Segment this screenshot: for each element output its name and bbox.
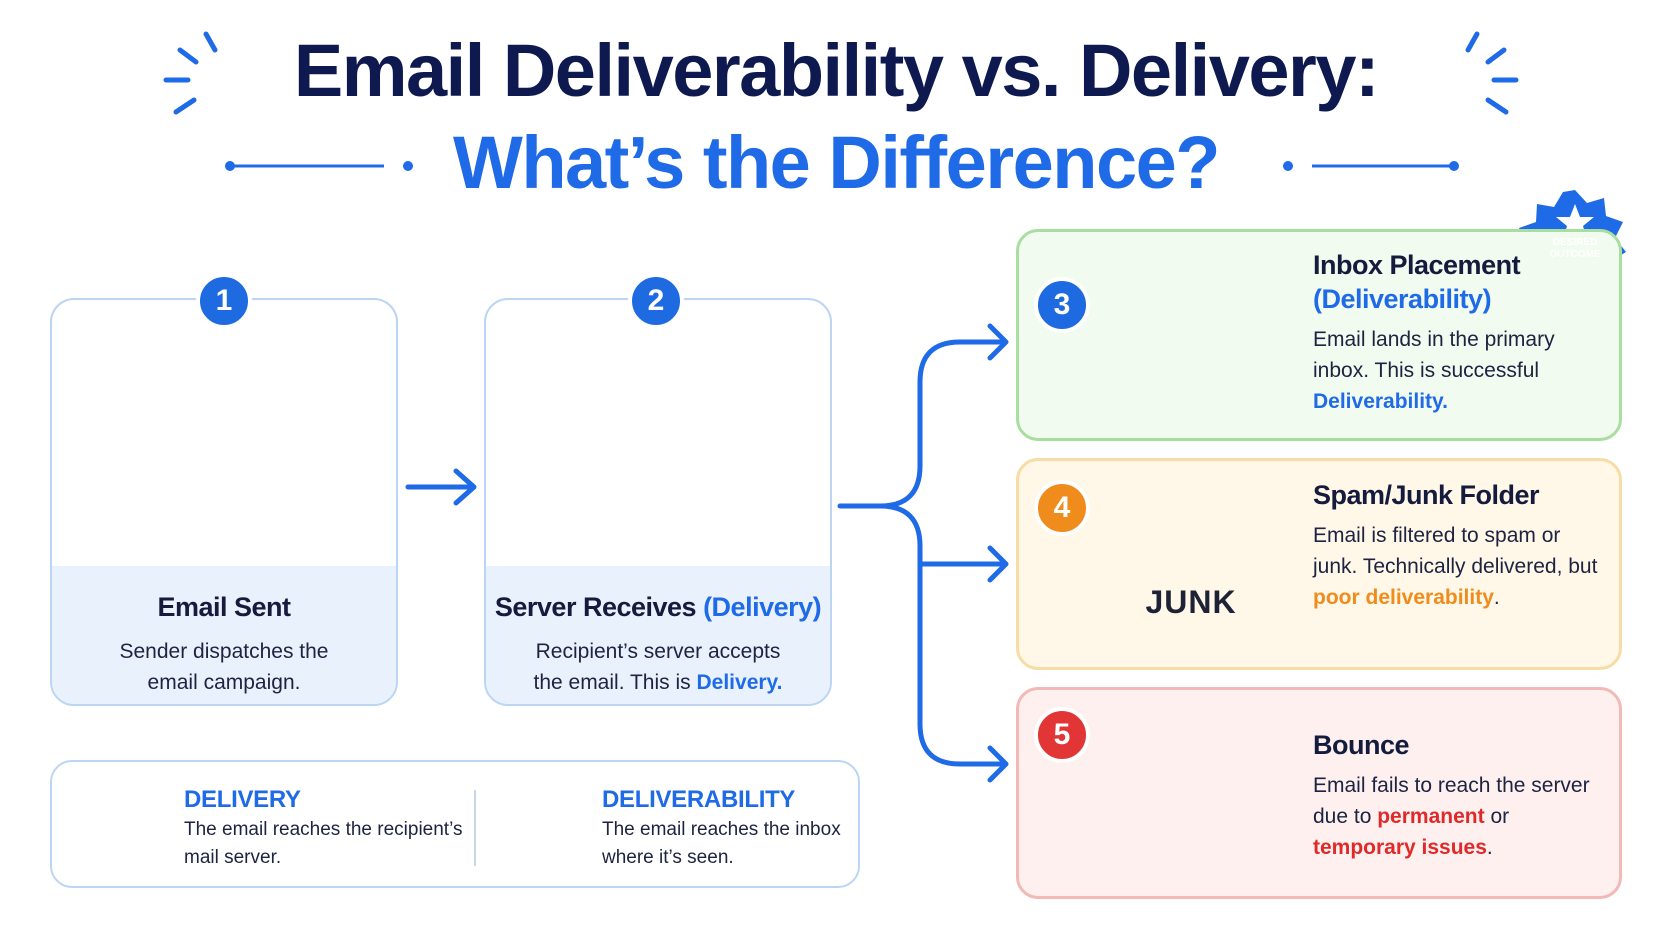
legend-title-delivery: DELIVERY: [184, 786, 301, 813]
outcome-title: Bounce: [1313, 730, 1410, 760]
branch-connector: [837, 323, 1009, 783]
title-sparkle-left-icon: [163, 31, 218, 115]
outcome-description-end: .: [1486, 836, 1493, 859]
step-description: Sender dispatches the email campaign.: [119, 640, 329, 694]
title-rule-right: [1283, 161, 1459, 171]
outcome-description-text: Email fails to reach the server due to: [1313, 774, 1590, 828]
step-description: Recipient’s server accepts the email. Th…: [526, 636, 790, 698]
outcome-card-spam: [1016, 458, 1622, 670]
title-sparkle-right-icon: [1465, 31, 1519, 115]
step-number-badge: 1: [196, 273, 252, 329]
step-title-highlight: (Delivery): [703, 592, 822, 622]
outcome-description: Email lands in the primary inbox. This i…: [1313, 324, 1603, 417]
outcome-description: Email fails to reach the server due to p…: [1313, 770, 1603, 863]
outcome-description-text: Email lands in the primary inbox. This i…: [1313, 328, 1555, 382]
junk-folder-label: JUNK: [1145, 584, 1237, 620]
outcome-description-highlight: Deliverability.: [1313, 390, 1449, 413]
step-description-highlight: Delivery.: [696, 671, 783, 694]
legend-desc-delivery: The email reaches the recipient’s mail s…: [184, 819, 463, 868]
title-rule-left: [225, 161, 413, 171]
outcome-description-highlight: temporary issues: [1313, 836, 1487, 859]
outcome-description-text: Email is filtered to spam or junk. Techn…: [1313, 524, 1598, 578]
step-card-footer: [486, 566, 830, 704]
legend-divider: [474, 790, 476, 866]
outcome-description: Email is filtered to spam or junk. Techn…: [1313, 520, 1603, 613]
definitions-legend: [50, 760, 860, 888]
step-description-text: Recipient’s server accepts the email. Th…: [533, 640, 781, 694]
step-card-footer: [52, 566, 396, 704]
badge-line: DESIRED: [1552, 237, 1598, 248]
outcome-description-mid: or: [1490, 805, 1510, 828]
outcome-card-bounce: [1016, 687, 1622, 899]
outcome-title: Inbox Placement: [1313, 250, 1521, 280]
arrow-sent-to-server: [405, 468, 477, 506]
outcome-subtitle: (Deliverability): [1313, 284, 1492, 314]
legend-title-deliverability: DELIVERABILITY: [602, 786, 796, 813]
main-title: Email Deliverability vs. Delivery:: [293, 29, 1380, 112]
outcome-card-inbox: [1016, 229, 1622, 441]
step-title: Email Sent: [157, 592, 291, 622]
step-card-server-receives: Server Receives (Delivery) Recipient’s s…: [484, 298, 832, 706]
outcome-description-end: .: [1493, 586, 1500, 609]
step-number-badge: 5: [1034, 707, 1090, 763]
badge-line: OUTCOME: [1549, 249, 1601, 260]
step-title: Server Receives (Delivery): [486, 592, 830, 623]
step-number-badge: 4: [1034, 480, 1090, 536]
desired-outcome-label: DESIRED OUTCOME: [1533, 237, 1617, 261]
outcome-title: Spam/Junk Folder: [1313, 480, 1540, 510]
step-card-email-sent: Email Sent Sender dispatches the email c…: [50, 298, 398, 706]
legend-desc-deliverability: The email reaches the inbox where it’s s…: [602, 819, 841, 868]
step-number-badge: 2: [628, 273, 684, 329]
step-number-badge: 3: [1034, 277, 1090, 333]
step-title-main: Server Receives: [494, 592, 697, 622]
outcome-description-highlight: permanent: [1377, 805, 1485, 828]
outcome-description-highlight: poor deliverability: [1313, 586, 1494, 609]
main-subtitle: What’s the Difference?: [452, 121, 1221, 204]
